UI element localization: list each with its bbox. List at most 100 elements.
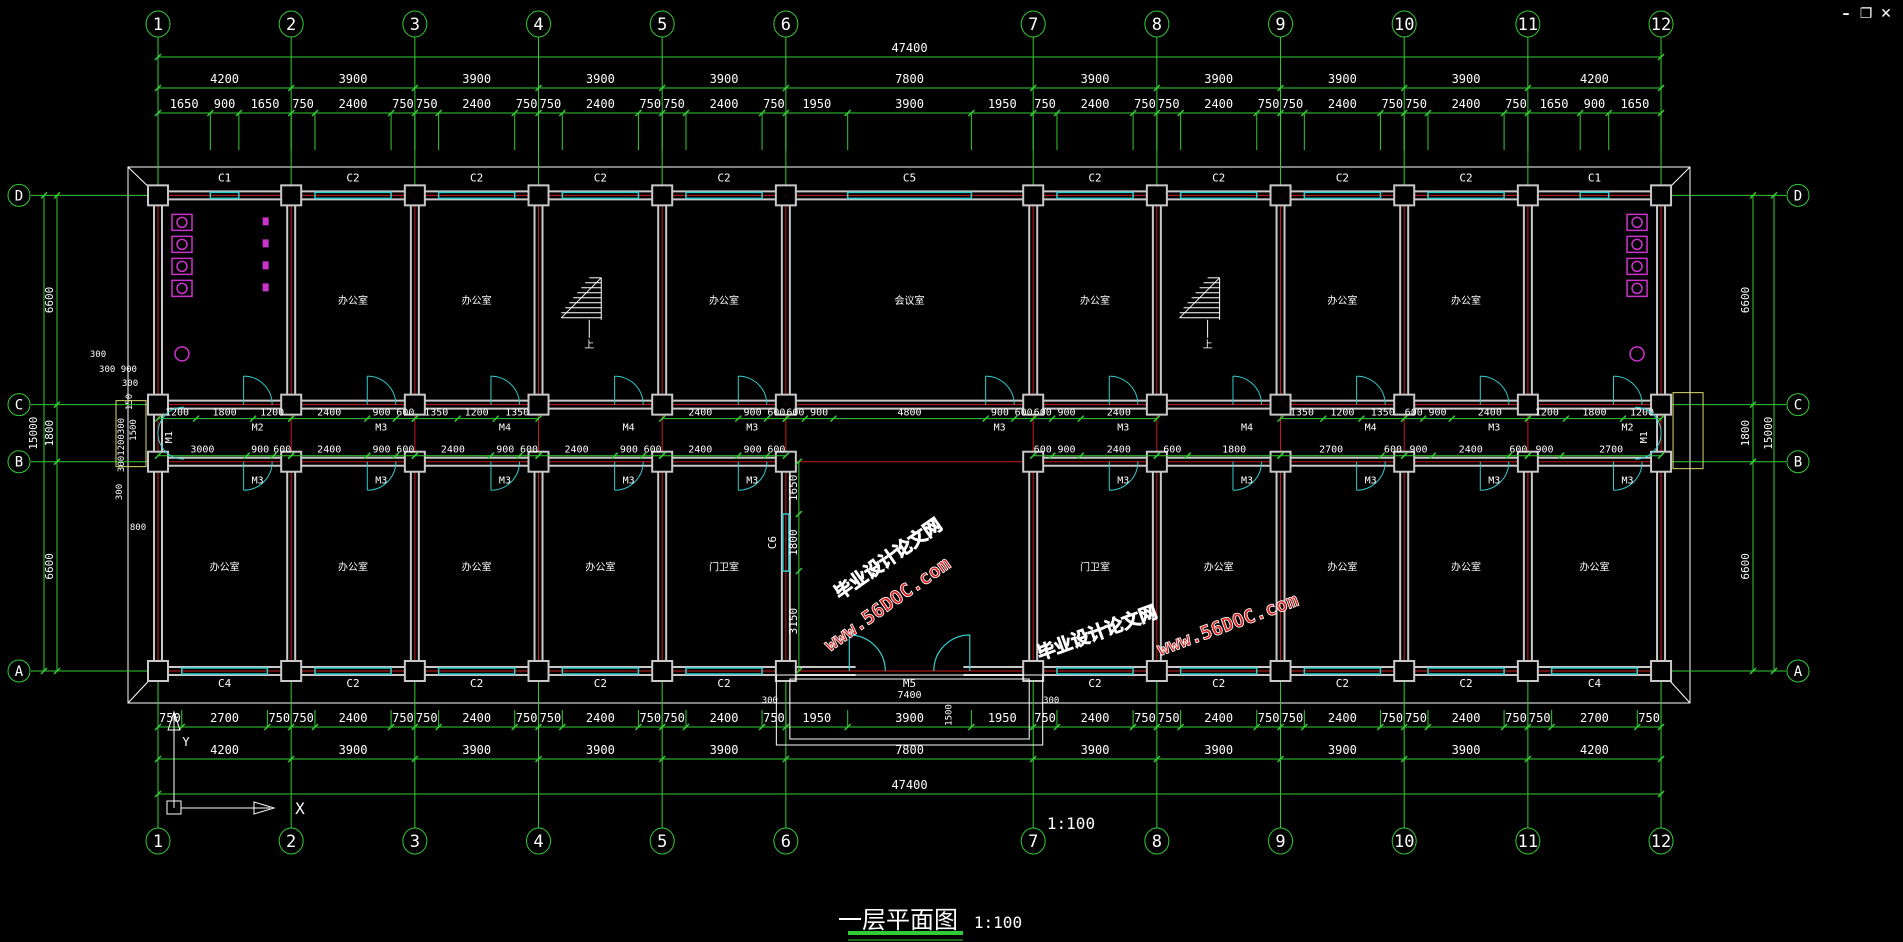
axis-label: 9	[1275, 15, 1285, 35]
axis-label: 2	[286, 15, 296, 35]
window-C2	[1056, 191, 1134, 200]
toilet-fixture	[176, 216, 188, 229]
window-C4	[181, 667, 269, 675]
toilet-fixture	[1626, 235, 1648, 254]
axis-label: C	[15, 398, 23, 414]
axis-label: 4	[533, 832, 543, 852]
dimension-text: 2400	[462, 97, 491, 111]
column	[280, 450, 303, 473]
main-door-arc	[848, 634, 971, 672]
dimension-text: 1200	[465, 408, 489, 419]
toilet-fixture	[176, 238, 188, 251]
dimension-tick	[658, 84, 666, 92]
dimension-text: 750	[1638, 711, 1660, 725]
axis-label: 1	[153, 832, 163, 852]
window-label: C1	[218, 171, 231, 184]
dimension-text: 7800	[895, 72, 924, 86]
room-label: 办公室	[338, 294, 368, 307]
close-icon[interactable]: ✕	[1880, 6, 1892, 22]
window-C2	[314, 191, 392, 200]
dimension-tick	[534, 84, 543, 92]
door-arc	[1108, 461, 1139, 491]
dimension-tick	[1010, 415, 1018, 423]
dimension-text: 2400	[1107, 408, 1131, 419]
dimension-text: 1200	[1535, 408, 1559, 419]
door-label: M3	[1488, 423, 1500, 434]
dimension-text: 750	[268, 711, 290, 725]
dimension-text: 750	[1405, 97, 1427, 111]
dimension-text: 900	[1057, 445, 1075, 456]
restore-icon[interactable]: ❐	[1859, 6, 1873, 22]
room-label: 办公室	[1451, 294, 1481, 307]
toilet-fixture	[1626, 257, 1648, 276]
door-arc	[366, 461, 397, 491]
dimension-tick	[1657, 415, 1665, 423]
window-C2	[437, 191, 516, 200]
dimension-text: 2400	[565, 445, 589, 456]
axis-label: 5	[657, 15, 667, 35]
window-label: C2	[346, 171, 359, 184]
column	[1022, 184, 1045, 207]
axis-bubble-11	[1515, 10, 1541, 38]
door-arc	[1356, 461, 1386, 491]
axis-bubble-A	[1786, 659, 1810, 683]
toilet-fixture	[176, 282, 188, 295]
column	[1269, 184, 1292, 207]
dimension-text: 600	[1163, 445, 1181, 456]
urinal-fixture	[262, 217, 269, 226]
dimension-text: 2700	[1580, 711, 1609, 725]
dimension-text: 3900	[1204, 72, 1233, 86]
dimension-text: 3900	[1081, 72, 1110, 86]
dimension-tick	[611, 452, 619, 460]
dimension-tick	[40, 667, 48, 675]
dimension-text: 750	[1034, 711, 1056, 725]
axis-bubble-3	[402, 10, 428, 38]
toilet-fixture	[1631, 282, 1643, 295]
window-label: C2	[1459, 677, 1472, 690]
dimension-text: 1500	[129, 419, 139, 441]
dimension-tick	[734, 415, 742, 423]
dimension-text: 1200	[260, 408, 284, 419]
dimension-tick	[1184, 452, 1192, 460]
dimension-tick	[1048, 452, 1056, 460]
dimension-text: 2400	[1459, 445, 1483, 456]
dimension-text: 600	[396, 408, 414, 419]
door-arc-M1	[1635, 406, 1662, 460]
axis-bubble-10	[1391, 827, 1417, 855]
dimension-text: 750	[1258, 97, 1280, 111]
dimension-tick	[782, 452, 790, 460]
dimension-tick	[1770, 191, 1778, 199]
dimension-tick	[363, 415, 371, 423]
dimension-text: 750	[1505, 711, 1527, 725]
window-C2	[1427, 667, 1505, 675]
dimension-tick	[1319, 415, 1327, 423]
window-label: C6	[766, 536, 779, 549]
dimension-text: 3900	[1452, 743, 1481, 757]
column	[1516, 393, 1539, 416]
entrance-platform	[775, 674, 1044, 746]
dimension-tick	[1153, 452, 1161, 460]
dimension-text: 3900	[1328, 743, 1357, 757]
dimension-tick	[1153, 415, 1161, 423]
dimension-text: 750	[416, 711, 438, 725]
minimize-icon[interactable]: –	[1842, 6, 1850, 22]
dimension-tick	[1657, 84, 1665, 92]
dimension-text: 2400	[710, 97, 739, 111]
dimension-text: 1500	[945, 704, 955, 726]
window-label: C1	[1588, 171, 1601, 184]
dimension-tick	[287, 84, 295, 92]
dimension-text: 300	[115, 484, 125, 500]
window-C6	[782, 513, 790, 572]
ucs-x-arrow-icon	[253, 801, 276, 815]
dimension-tick	[1619, 415, 1627, 423]
stair-arrow	[560, 277, 602, 319]
dimension-text: 2400	[462, 711, 491, 725]
column	[774, 393, 797, 416]
dimension-text: 1350	[505, 408, 529, 419]
stair-arrow	[1179, 277, 1220, 319]
axis-label: D	[1794, 188, 1802, 204]
dimension-text: 1950	[802, 97, 831, 111]
room-label: 办公室	[1579, 560, 1609, 573]
dimension-text: 750	[1258, 711, 1280, 725]
